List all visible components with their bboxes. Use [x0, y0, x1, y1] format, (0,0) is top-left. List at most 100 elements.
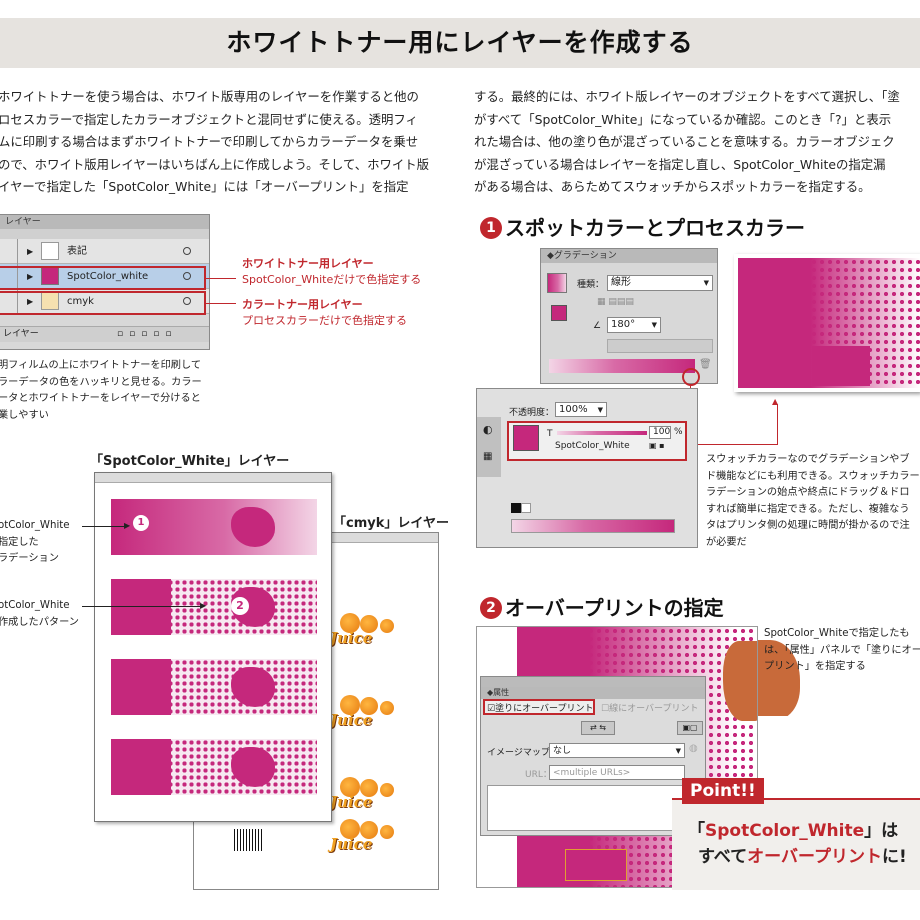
artboard-strip-3 — [111, 659, 317, 715]
target-circle-icon[interactable] — [183, 247, 191, 255]
stroke-overprint-checkbox[interactable]: ☐線にオーバープリント — [601, 704, 699, 714]
selected-object — [565, 849, 627, 881]
trash-icon[interactable]: 🗑 — [699, 359, 712, 370]
tint-label: T — [547, 429, 553, 439]
caption-line: ータとホワイトトナーをレイヤーで分けると — [0, 393, 201, 404]
note-line: ド機能などにも利用できる。スウォッチカラー — [706, 470, 920, 482]
swatch-mode-icons[interactable]: ▣ ▪ — [649, 441, 665, 450]
gradient-artwork — [734, 254, 920, 392]
note-line: スウォッチカラーなのでグラデーションやブ — [706, 454, 910, 465]
angle-field[interactable]: 180°▼ — [607, 317, 661, 333]
point-line2: すべてオーバープリントに! — [698, 847, 907, 867]
intro-left-line: ホワイトトナーを使う場合は、ホワイト版専用のレイヤーを作業すると他の — [0, 89, 419, 104]
marker-1: 1 — [133, 515, 149, 531]
intro-left-line: イヤーで指定した「SpotColor_White」には「オーバープリント」を指定 — [0, 179, 409, 195]
juice-artwork: Juice — [330, 777, 420, 829]
direction-buttons[interactable]: ⇄ ⇆ — [581, 721, 615, 735]
section-title: オーバープリントの指定 — [505, 596, 724, 620]
expand-arrow-icon[interactable]: ▶ — [27, 272, 34, 281]
intro-right-line: が混ざっている場合はレイヤーを指定し直し、SpotColor_Whiteの指定漏 — [474, 156, 886, 172]
swatch-grid-icon[interactable]: ▦ — [483, 451, 493, 462]
intro-right-line: がすべて「SpotColor_White」になっているか確認。このとき「?」と表… — [474, 111, 892, 127]
gradient-preview[interactable] — [547, 273, 567, 293]
black-swatch[interactable] — [511, 503, 521, 513]
marker-2: 2 — [231, 597, 249, 615]
panel-footer-icons[interactable]: ▫▫▫▫▫ — [117, 329, 178, 339]
annotation-gradient: otColor_White 指定した ラデーション — [0, 518, 88, 568]
target-circle-icon[interactable] — [183, 272, 191, 280]
callout-title: カラートナー用レイヤー — [242, 298, 363, 311]
fill-rule-buttons[interactable]: ▣▢ — [677, 721, 703, 735]
callout-sub: プロセスカラーだけで色指定する — [242, 314, 407, 327]
note-line: プリント」を指定する — [764, 661, 866, 672]
url-list-area[interactable] — [487, 785, 699, 831]
note-line: タはプリンタ側の処理に時間が掛かるので注 — [706, 520, 910, 531]
globe-icon[interactable]: ◍ — [689, 743, 698, 754]
note-line: が必要だ — [706, 536, 747, 548]
arrow-up-icon: ▲ — [772, 397, 779, 406]
doc-white-label: 「SpotColor_White」レイヤー — [90, 454, 290, 469]
imagemap-label: イメージマップ： — [487, 748, 559, 758]
angle-icon: ∠ — [593, 321, 602, 331]
expand-arrow-icon[interactable]: ▶ — [27, 247, 34, 256]
spot-swatch[interactable] — [513, 425, 539, 451]
type-select[interactable]: 線形▼ — [607, 275, 713, 291]
opacity-field[interactable]: 100%▼ — [555, 402, 607, 417]
fill-overprint-box[interactable] — [483, 699, 595, 715]
white-swatch[interactable] — [521, 503, 531, 513]
annotation-arrow — [82, 526, 128, 527]
layer-row-cmyk[interactable]: ▶ cmyk — [0, 289, 209, 314]
point-line1: 「SpotColor_White」は — [688, 821, 899, 841]
arrow-head-icon: ▶ — [200, 601, 207, 610]
annotation-line: otColor_White — [0, 600, 70, 611]
annotation-line: 作成したパターン — [0, 616, 79, 628]
opacity-label: 不透明度： — [509, 408, 555, 418]
artboard-strip-4 — [111, 739, 317, 795]
layer-thumbnail — [41, 242, 59, 260]
fill-stroke-swatch[interactable] — [551, 305, 567, 321]
highlight-box-white — [0, 266, 206, 290]
layers-panel-tab[interactable]: レイヤー — [0, 215, 209, 229]
layer-row-hyoki[interactable]: ▶ 表記 — [0, 239, 209, 264]
palette-icon[interactable]: ◐ — [483, 423, 493, 436]
intro-right-line: がある場合は、あらためてスウォッチからスポットカラーを指定する。 — [474, 179, 871, 195]
annotation-line: otColor_White — [0, 520, 70, 531]
tint-field[interactable]: 100 — [649, 426, 671, 439]
gradient-spectrum[interactable] — [511, 519, 675, 533]
layer-name: 表記 — [67, 246, 87, 257]
juice-text: Juice — [330, 711, 373, 729]
layers-caption: 明フィルムの上にホワイトトナーを印刷して ラーデータの色をハッキリと見せる。カラ… — [0, 358, 228, 424]
layer-row-spotcolor-white[interactable]: ▶ SpotColor_white — [0, 264, 209, 289]
section-number: 1 — [480, 217, 502, 239]
attributes-panel-tab[interactable]: ◆属性 — [481, 687, 705, 699]
white-doc-window: 1 2 — [94, 472, 332, 822]
url-field[interactable]: <multiple URLs> — [549, 765, 685, 780]
splash-continuation — [758, 626, 920, 716]
gradient-panel-tab[interactable]: ◆グラデーション — [541, 249, 717, 263]
expand-arrow-icon[interactable]: ▶ — [27, 297, 34, 306]
stroke-options: ▦ ▤▤▤ — [597, 297, 634, 307]
fill-overprint-checkbox[interactable]: ☑塗りにオーバープリント — [487, 704, 594, 714]
intro-left-line: ロセスカラーで指定したカラーオブジェクトと混同せずに使える。透明フィ — [0, 111, 418, 127]
intro-right-line: れた場合は、他の塗り色が混ざっていることを意味する。カラーオブジェク — [474, 134, 895, 150]
caption-line: 明フィルムの上にホワイトトナーを印刷して — [0, 360, 202, 371]
callout-color: カラートナー用レイヤー プロセスカラーだけで色指定する — [242, 297, 407, 329]
gradient-slider[interactable] — [549, 359, 695, 373]
tint-slider[interactable] — [557, 431, 647, 435]
annotation-pattern: otColor_White 作成したパターン — [0, 598, 98, 631]
doc-cmyk-label: 「cmyk」レイヤー — [333, 516, 449, 531]
caption-line: ラーデータの色をハッキリと見せる。カラー — [0, 376, 202, 388]
attributes-panel: ◆属性 ☑塗りにオーバープリント ☐線にオーバープリント ⇄ ⇆ ▣▢ イメージ… — [480, 676, 706, 836]
juice-artwork: Juice — [330, 695, 420, 747]
imagemap-select[interactable]: なし▼ — [549, 743, 685, 758]
intro-left-line: ムに印刷する場合はまずホワイトトナーで印刷してからカラーデータを乗せ — [0, 134, 419, 150]
caption-line: 業しやすい — [0, 409, 49, 421]
section-number: 2 — [480, 597, 502, 619]
target-circle-icon[interactable] — [183, 297, 191, 305]
callout-line — [206, 278, 236, 279]
gradient-stop-panel: ◐ ▦ 不透明度： 100%▼ T 100 % SpotColor_White … — [476, 388, 698, 548]
intro-right: する。最終的には、ホワイト版レイヤーのオブジェクトをすべて選択し、「塗 がすべて… — [474, 86, 920, 199]
callout-sub: SpotColor_Whiteだけで色指定する — [242, 273, 422, 286]
